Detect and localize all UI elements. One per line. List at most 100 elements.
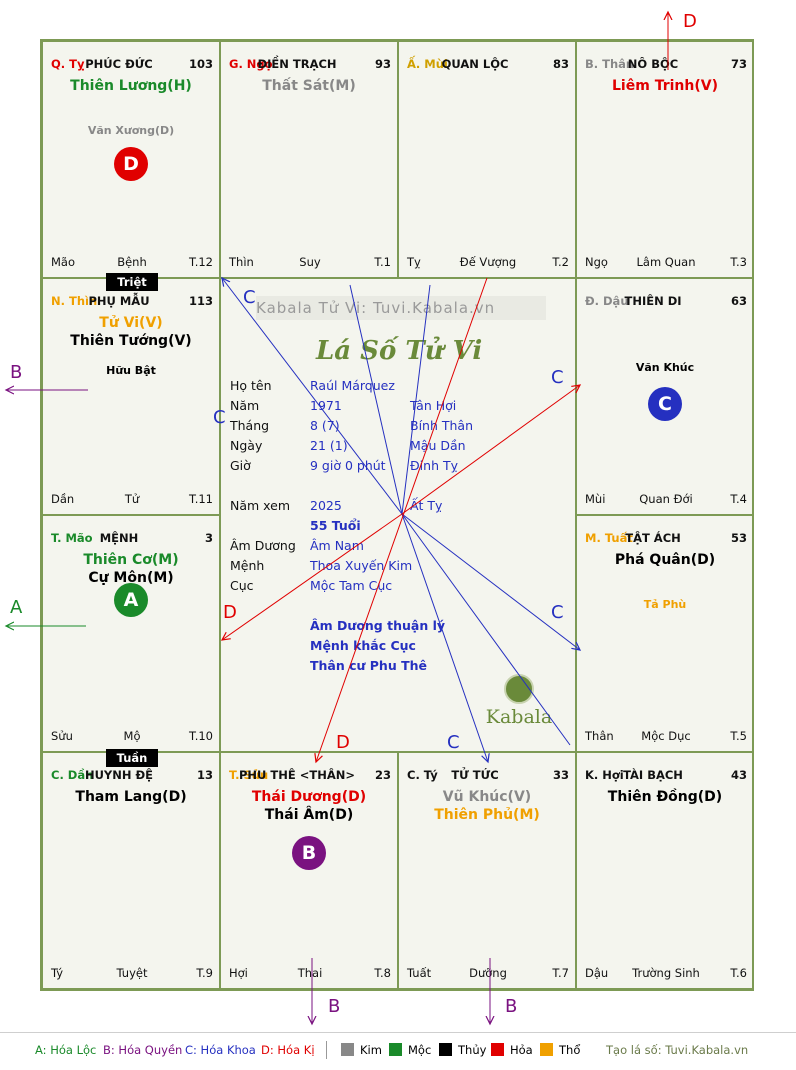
minor-star: Hữu Bật — [106, 364, 156, 377]
value-nam-canchi: Tân Hợi — [410, 398, 457, 413]
palace-chi: Ngọ — [585, 255, 608, 269]
palace-trang-sinh: Lâm Quan — [636, 255, 696, 269]
value-hoten: Raúl Márquez — [310, 378, 395, 393]
value-gio-canchi: Đinh Tỵ — [410, 458, 459, 473]
palace-chi: Sửu — [51, 729, 73, 743]
value-menh: Thoa Xuyến Kim — [310, 558, 413, 573]
palace-chi: Hợi — [229, 966, 248, 980]
palace-name: TẬT ÁCH — [625, 531, 681, 545]
hoa-circle-c: C — [648, 387, 682, 421]
value-amduong: Âm Nam — [310, 538, 364, 553]
palace-can: C. Dần — [51, 768, 94, 782]
value-ngay: 21 (1) — [310, 438, 348, 453]
minor-star: Văn Khúc — [635, 361, 695, 374]
note-menh-cuc: Mệnh khắc Cục — [310, 638, 416, 653]
palace-can: Đ. Dậu — [585, 294, 629, 308]
palace-han: T.10 — [189, 729, 213, 743]
label-hoten: Họ tên — [230, 378, 272, 393]
legend-thuy: Thủy — [439, 1043, 486, 1057]
label-thang: Tháng — [230, 418, 270, 433]
thuy-swatch — [439, 1043, 452, 1056]
hoa-circle-a: A — [114, 583, 148, 617]
value-tuoi: 55 Tuổi — [310, 518, 361, 533]
arrow-label-c-5: C — [447, 732, 460, 753]
legend-site: Tạo lá số: Tuvi.Kabala.vn — [606, 1043, 749, 1057]
value-cuc: Mộc Tam Cục — [310, 578, 393, 593]
palace-han: T.11 — [189, 492, 213, 506]
logo-text: Kabala — [485, 706, 553, 728]
palace-number: 93 — [374, 57, 391, 71]
palace-name: TỬ TỨC — [451, 768, 499, 782]
major-star: Thiên Đồng(D) — [607, 789, 723, 805]
palace-chi: Tỵ — [407, 255, 421, 269]
legend-kim: Kim — [341, 1043, 382, 1057]
major-star: Tử Vi(V) — [99, 315, 163, 331]
hoa-circle-d: D — [114, 147, 148, 181]
legend-moc-label: Mộc — [408, 1043, 432, 1057]
palace-chi: Dậu — [585, 966, 609, 980]
palace-can: M. Tuất — [585, 531, 633, 545]
palace-chi: Thìn — [229, 255, 254, 269]
label-amduong: Âm Dương — [230, 538, 296, 553]
legend-thuy-label: Thủy — [458, 1043, 487, 1057]
note-than: Thân cư Phu Thê — [310, 658, 427, 673]
palace-trang-sinh: Thai — [297, 966, 323, 980]
arrow-label-c-4: C — [551, 602, 564, 623]
palace-trang-sinh: Trường Sinh — [632, 966, 700, 980]
legend-hoa-khoa: C: Hóa Khoa — [185, 1043, 256, 1057]
palace-trang-sinh: Suy — [299, 255, 321, 269]
palace-name: ĐIỀN TRẠCH — [257, 57, 337, 71]
palace-can: C. Tý — [407, 768, 438, 782]
label-namxem: Năm xem — [230, 498, 291, 513]
hoa-circle-b: B — [292, 836, 326, 870]
value-thang-canchi: Bính Thân — [410, 418, 474, 433]
legend-moc: Mộc — [389, 1043, 431, 1057]
palace-trang-sinh: Mộc Dục — [641, 729, 691, 743]
kabala-logo: Kabala — [484, 674, 554, 736]
palace-can: Ấ. Mùi — [407, 57, 448, 71]
palace-chi: Mão — [51, 255, 76, 269]
value-namxem-canchi: Ất Tỵ — [410, 498, 443, 513]
palace-name: NÔ BỘC — [627, 57, 679, 71]
watermark-text: Kabala Tử Vi: Tuvi.Kabala.vn — [256, 296, 546, 320]
palace-name: PHÚC ĐỨC — [85, 57, 153, 71]
legend-divider — [0, 1032, 796, 1033]
palace-number: 53 — [730, 531, 747, 545]
palace-trang-sinh: Tuyệt — [116, 966, 148, 980]
arrow-label-c-2: C — [213, 407, 226, 428]
palace-trang-sinh: Quan Đới — [639, 492, 693, 506]
legend-hoa-loc: A: Hóa Lộc — [35, 1043, 97, 1057]
palace-name: QUAN LỘC — [441, 57, 509, 71]
palace-can: G. Ngọ — [229, 57, 273, 71]
major-star: Thất Sát(M) — [262, 78, 356, 94]
palace-name: PHỤ MẪU — [88, 294, 150, 308]
arrow-label-b-bottom-2: B — [505, 996, 518, 1017]
palace-number: 13 — [196, 768, 213, 782]
major-star: Tham Lang(D) — [75, 789, 187, 805]
palace-can: B. Thân — [585, 57, 635, 71]
palace-can: T. Mão — [51, 531, 93, 545]
palace-han: T.5 — [730, 729, 747, 743]
palace-han: T.9 — [196, 966, 213, 980]
major-star: Liêm Trinh(V) — [612, 78, 718, 94]
palace-han: T.3 — [730, 255, 747, 269]
palace-chi: Thân — [585, 729, 614, 743]
palace-can: N. Thìn — [51, 294, 98, 308]
palace-trang-sinh: Đế Vượng — [459, 255, 517, 269]
palace-number: 63 — [730, 294, 747, 308]
palace-number: 83 — [552, 57, 569, 71]
palace-han: T.4 — [730, 492, 747, 506]
palace-trang-sinh: Tử — [124, 492, 140, 506]
note-amduong: Âm Dương thuận lý — [310, 618, 446, 633]
